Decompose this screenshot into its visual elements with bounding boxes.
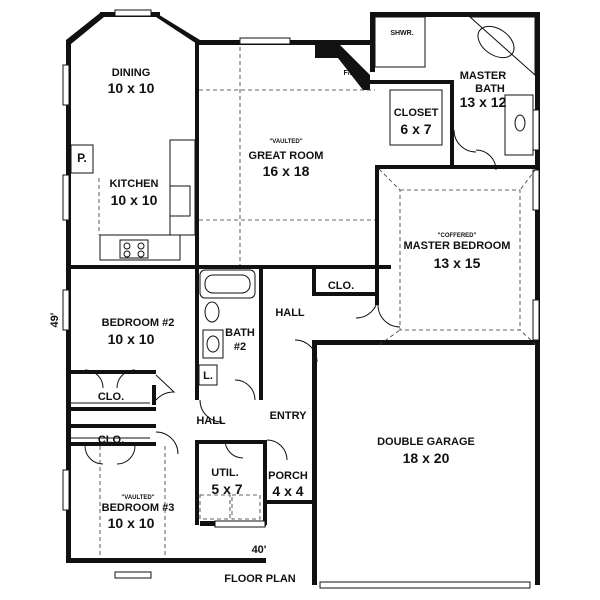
garage-size: 18 x 20 (403, 450, 450, 466)
hall-lower-label: HALL (196, 415, 226, 427)
master-bedroom-name: MASTER BEDROOM (404, 240, 511, 252)
bath2-size: #2 (234, 341, 246, 353)
room-labels: DINING 10 x 10 "VAULTED" GREAT ROOM 16 x… (77, 30, 510, 531)
doors (84, 129, 497, 465)
kitchen-size: 10 x 10 (111, 192, 158, 208)
closet-name: CLOSET (394, 107, 439, 119)
linen-label: L. (203, 370, 213, 382)
great-room-name: GREAT ROOM (249, 150, 324, 162)
fireplace-label: F/P (344, 70, 355, 77)
bedroom3-name: BEDROOM #3 (102, 502, 175, 514)
garage-name: DOUBLE GARAGE (377, 436, 475, 448)
interior-walls (66, 40, 540, 525)
master-bath-name: MASTER (460, 70, 507, 82)
bath2-name: BATH (225, 327, 255, 339)
shower-label: SHWR. (390, 30, 413, 37)
dining-name: DINING (112, 67, 151, 79)
util-size: 5 x 7 (211, 481, 242, 497)
bedroom3-size: 10 x 10 (108, 515, 155, 531)
clo-hall-label: CLO. (328, 280, 354, 292)
windows (62, 9, 540, 589)
clo-bed3-label: CLO. (98, 434, 124, 446)
bedroom3-prefix: "VAULTED" (121, 495, 154, 501)
great-room-prefix: "VAULTED" (269, 139, 302, 145)
dimension-depth: 49' (49, 312, 61, 327)
porch-size: 4 x 4 (272, 483, 303, 499)
master-bedroom-prefix: "COFFERED" (438, 233, 477, 239)
kitchen-name: KITCHEN (110, 178, 159, 190)
bedroom2-name: BEDROOM #2 (102, 317, 175, 329)
bedroom2-size: 10 x 10 (108, 331, 155, 347)
master-bath-size: 13 x 12 (460, 94, 507, 110)
master-bath-name2: BATH (475, 83, 505, 95)
pantry-label: P. (77, 151, 87, 165)
great-room-size: 16 x 18 (263, 163, 310, 179)
hall-upper-label: HALL (275, 307, 305, 319)
master-bedroom-size: 13 x 15 (434, 255, 481, 271)
closet-size: 6 x 7 (400, 121, 431, 137)
porch-name: PORCH (268, 470, 308, 482)
floor-plan-title: FLOOR PLAN (224, 573, 296, 585)
entry-label: ENTRY (270, 410, 308, 422)
clo-bed2-label: CLO. (98, 391, 124, 403)
dining-size: 10 x 10 (108, 80, 155, 96)
fixtures (70, 16, 537, 558)
util-name: UTIL. (211, 467, 239, 479)
dimension-width: 40' (252, 544, 267, 556)
